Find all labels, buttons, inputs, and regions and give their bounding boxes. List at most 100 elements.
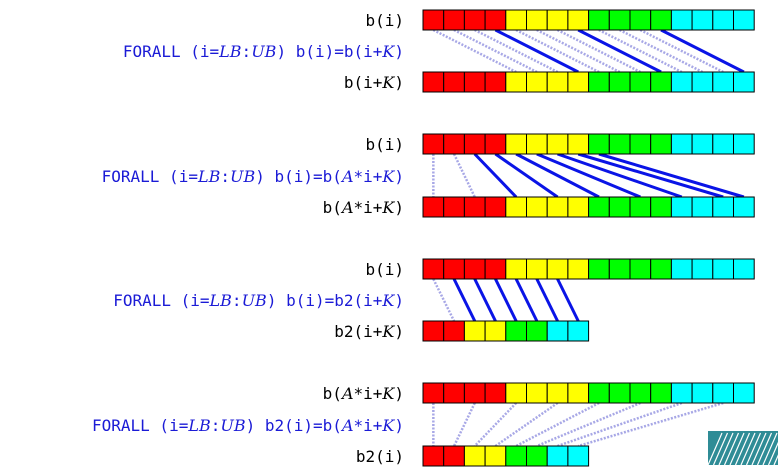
array-cell [526,9,548,31]
array-cell [629,133,652,155]
mapping-line-strong [535,278,559,322]
array-cell [567,320,590,342]
array-cell [567,133,590,155]
forall-statement-part: FORALL (i= [113,291,209,310]
array-cell [588,133,610,155]
array-cell [484,133,507,155]
mapping-line-faint [536,401,641,448]
array-cell [505,9,527,31]
array-cell [463,196,486,218]
array-cell [629,9,652,31]
mapping-line-strong [577,28,662,74]
array-cell [484,258,507,280]
array-cell [443,196,465,218]
mapping-lines [432,152,745,199]
forall-statement: FORALL (i=LB:UB) b(i)=b2(i+K) [113,291,404,310]
mapping-line-strong [494,278,518,322]
forall-statement-part: UB [230,167,255,186]
array-cell [422,196,445,218]
array-cell [567,196,590,218]
array-cell [546,320,569,342]
array-cell [691,258,714,280]
mapping-line-strong [473,278,497,322]
forall-statement-part: FORALL (i= [102,167,198,186]
forall-statement-part: LB [218,42,242,61]
forall-statement-part: FORALL (i= [123,42,219,61]
forall-statement-part: UB [242,291,267,310]
top-array-label-part: b(i) [365,135,404,154]
array-cell [691,196,714,218]
bottom-array-row [422,320,590,342]
bottom-array-label-part: *i+ [354,198,383,217]
bottom-array-label-part: ) [394,322,404,341]
array-cell [733,196,755,218]
array-cell [443,71,465,93]
array-cell [691,71,714,93]
array-cell [484,382,507,404]
mapping-line-strong [556,278,580,322]
array-cell [463,9,486,31]
array-cell [629,382,652,404]
bottom-array-label-part: b(i+ [344,73,383,92]
array-cell [629,71,652,93]
forall-statement-part: ) [394,291,404,310]
array-cell [733,382,755,404]
array-cell [670,71,693,93]
mapping-lines [432,28,745,74]
array-cell [484,320,507,342]
array-cell [733,133,755,155]
mapping-line-faint [557,401,683,448]
forall-statement-part: UB [220,416,245,435]
array-cell [463,133,486,155]
hatched-logo-icon [707,431,784,466]
mapping-line-faint [598,28,683,74]
array-cell [505,320,527,342]
top-array-label-part: b(i) [365,260,404,279]
mapping-line-strong [473,152,518,199]
forall-statement-part: K [381,167,395,186]
mapping-line-faint [639,28,724,74]
bottom-array-label-part: K [381,322,395,341]
array-cell [588,196,610,218]
forall-statement-part: ) b2(i)=b( [246,416,342,435]
bottom-array-label: b(A*i+K) [323,198,404,217]
array-cell [608,196,631,218]
bottom-array-label: b(i+K) [344,73,404,92]
array-cell [526,196,548,218]
top-array-label: b(A*i+K) [323,384,404,403]
array-cell [712,382,734,404]
forall-statement-part: *i+ [354,416,383,435]
forall-statement-part: K [381,416,395,435]
bottom-array-label-part: ) [394,73,404,92]
mapping-line-faint [619,28,704,74]
array-cell [567,71,590,93]
array-cell [422,9,445,31]
array-cell [588,71,610,93]
array-cell [712,9,734,31]
array-cell [505,382,527,404]
array-cell [629,258,652,280]
array-cell [546,71,569,93]
array-cell [463,320,486,342]
array-cell [526,320,548,342]
forall-statement: FORALL (i=LB:UB) b2(i)=b(A*i+K) [92,416,404,435]
array-cell [505,445,527,467]
top-array-row [422,9,755,31]
array-cell [422,320,445,342]
array-cell [422,445,445,467]
bottom-array-row [422,445,590,467]
array-cell [463,382,486,404]
array-cell [463,258,486,280]
bottom-array-row [422,196,755,218]
array-cell [505,71,527,93]
forall-statement-part: ) [394,416,404,435]
array-cell [546,258,569,280]
top-array-label-part: A [340,384,354,403]
top-array-label-part: b(i) [365,11,404,30]
array-cell [650,133,672,155]
array-cell [712,71,734,93]
array-cell [526,445,548,467]
forall-statement-part: A [340,167,354,186]
array-cell [422,71,445,93]
